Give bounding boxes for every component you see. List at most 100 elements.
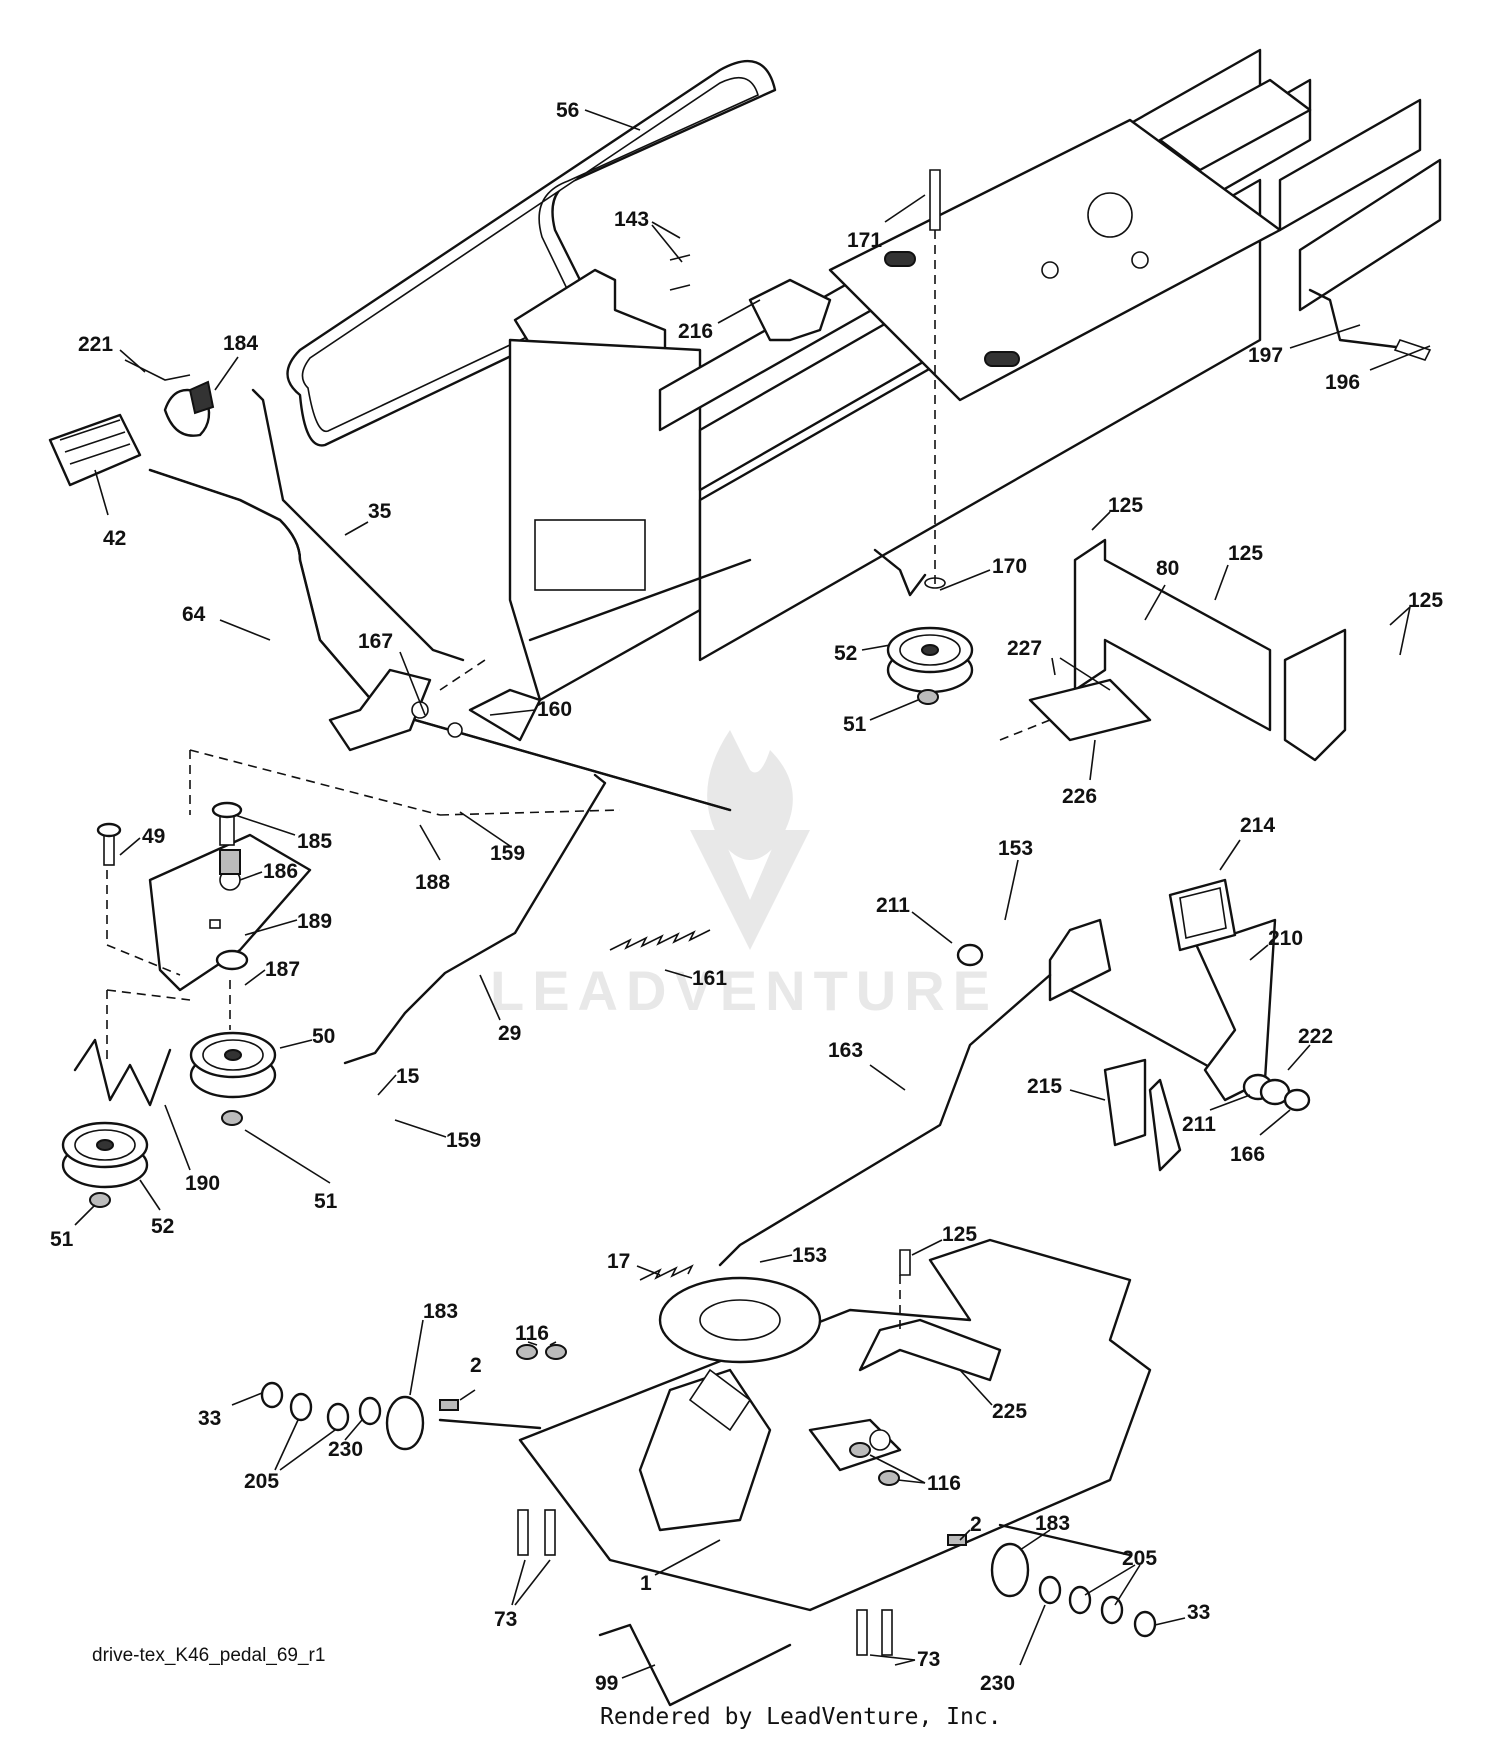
callout-42: 42 bbox=[103, 527, 126, 550]
washer-230 bbox=[1038, 1575, 1062, 1605]
callout-211-top: 211 bbox=[876, 894, 910, 917]
callout-215: 215 bbox=[1027, 1075, 1062, 1098]
callout-50: 50 bbox=[312, 1025, 335, 1048]
spring-161 bbox=[609, 929, 711, 951]
callout-51-right: 51 bbox=[843, 713, 867, 736]
callout-230-right: 230 bbox=[980, 1672, 1015, 1695]
callout-17: 17 bbox=[607, 1250, 630, 1273]
callout-185: 185 bbox=[297, 830, 332, 853]
rod-29 bbox=[343, 773, 607, 1065]
render-credit-text: Rendered by LeadVenture, Inc. bbox=[600, 1704, 1002, 1730]
bolt-196 bbox=[1393, 339, 1432, 361]
callout-51-middle: 51 bbox=[314, 1190, 338, 1213]
bolts-73 bbox=[517, 1509, 893, 1656]
callout-214: 214 bbox=[1240, 814, 1275, 837]
bolt-185 bbox=[211, 801, 243, 846]
spacer-186 bbox=[219, 849, 241, 875]
callout-188: 188 bbox=[415, 871, 450, 894]
key-2 bbox=[947, 1534, 967, 1546]
axle-left bbox=[438, 1418, 542, 1430]
bearing-183 bbox=[385, 1395, 425, 1451]
pedal-pad-214 bbox=[1168, 878, 1237, 952]
spring-190 bbox=[73, 1038, 172, 1107]
bolt-171 bbox=[929, 169, 941, 231]
diagram-id-text: drive-tex_K46_pedal_69_r1 bbox=[92, 1645, 326, 1666]
bolts-143 bbox=[669, 254, 691, 291]
pedal-assembly bbox=[956, 918, 1311, 1172]
bracket-216 bbox=[748, 278, 832, 342]
washer-230 bbox=[358, 1396, 382, 1426]
callout-33-right: 33 bbox=[1187, 1601, 1210, 1624]
callout-170: 170 bbox=[992, 555, 1027, 578]
callout-205-left: 205 bbox=[244, 1470, 279, 1493]
callout-227: 227 bbox=[1007, 637, 1042, 660]
drive-belt bbox=[286, 60, 777, 447]
callout-49: 49 bbox=[142, 825, 165, 848]
pulley-52-left bbox=[61, 1121, 149, 1189]
bolts-116 bbox=[516, 1344, 900, 1486]
callout-64: 64 bbox=[182, 603, 206, 626]
callout-116-left: 116 bbox=[515, 1322, 549, 1345]
key-2 bbox=[439, 1399, 459, 1411]
callout-160: 160 bbox=[537, 698, 572, 721]
washer-187 bbox=[215, 949, 249, 971]
bracket-225 bbox=[858, 1318, 1002, 1382]
callouts: 56 143 171 216 197 196 221 184 42 35 64 … bbox=[50, 99, 1443, 1695]
callout-125-top: 125 bbox=[1108, 494, 1143, 517]
chassis-frame bbox=[508, 48, 1442, 702]
callout-167: 167 bbox=[358, 630, 393, 653]
watermark-text: LEADVENTURE bbox=[490, 959, 998, 1022]
rod-35 bbox=[251, 388, 465, 662]
callout-2-right: 2 bbox=[970, 1513, 982, 1536]
callout-35: 35 bbox=[368, 500, 392, 523]
callout-159-bottom: 159 bbox=[446, 1129, 481, 1152]
nut-51 bbox=[221, 1110, 243, 1126]
callout-56: 56 bbox=[556, 99, 579, 122]
rod-99 bbox=[598, 1623, 792, 1707]
callout-125-bottom: 125 bbox=[942, 1223, 977, 1246]
callout-2-left: 2 bbox=[470, 1354, 482, 1377]
pulley-50 bbox=[189, 1031, 277, 1099]
rod-163 bbox=[718, 973, 1052, 1267]
rod-197 bbox=[1308, 288, 1422, 352]
callout-171: 171 bbox=[847, 229, 882, 252]
callout-186: 186 bbox=[263, 860, 298, 883]
callout-143: 143 bbox=[614, 208, 649, 231]
callout-1: 1 bbox=[640, 1572, 652, 1595]
washer-205 bbox=[289, 1392, 313, 1422]
callout-125-mid: 125 bbox=[1228, 542, 1263, 565]
control-rod-64 bbox=[48, 359, 732, 812]
callout-222: 222 bbox=[1298, 1025, 1333, 1048]
callout-225: 225 bbox=[992, 1400, 1027, 1423]
callout-73-left: 73 bbox=[494, 1608, 517, 1631]
callout-230-left: 230 bbox=[328, 1438, 363, 1461]
callout-226: 226 bbox=[1062, 785, 1097, 808]
callout-33-left: 33 bbox=[198, 1407, 221, 1430]
nut-51 bbox=[917, 689, 939, 705]
callout-166: 166 bbox=[1230, 1143, 1265, 1166]
callout-52-right: 52 bbox=[834, 642, 857, 665]
callout-51-left: 51 bbox=[50, 1228, 74, 1251]
callout-29: 29 bbox=[498, 1022, 521, 1045]
spring-bracket bbox=[873, 548, 927, 597]
callout-153-top: 153 bbox=[998, 837, 1033, 860]
pedal-shaft bbox=[328, 668, 542, 752]
callout-184: 184 bbox=[223, 332, 258, 355]
washer-205 bbox=[1100, 1595, 1124, 1625]
clip-33 bbox=[1133, 1610, 1157, 1638]
callout-161: 161 bbox=[692, 967, 727, 990]
callout-211-bottom: 211 bbox=[1182, 1113, 1216, 1136]
callout-163: 163 bbox=[828, 1039, 863, 1062]
callout-183-right: 183 bbox=[1035, 1512, 1070, 1535]
spring-17 bbox=[639, 1264, 694, 1281]
callout-216: 216 bbox=[678, 320, 713, 343]
clip-33 bbox=[260, 1381, 284, 1409]
callout-153-bottom: 153 bbox=[792, 1244, 827, 1267]
callout-196: 196 bbox=[1325, 371, 1360, 394]
callout-73-right: 73 bbox=[917, 1648, 940, 1671]
callout-221: 221 bbox=[78, 333, 113, 356]
callout-183-left: 183 bbox=[423, 1300, 458, 1323]
callout-80: 80 bbox=[1156, 557, 1179, 580]
callout-159-top: 159 bbox=[490, 842, 525, 865]
